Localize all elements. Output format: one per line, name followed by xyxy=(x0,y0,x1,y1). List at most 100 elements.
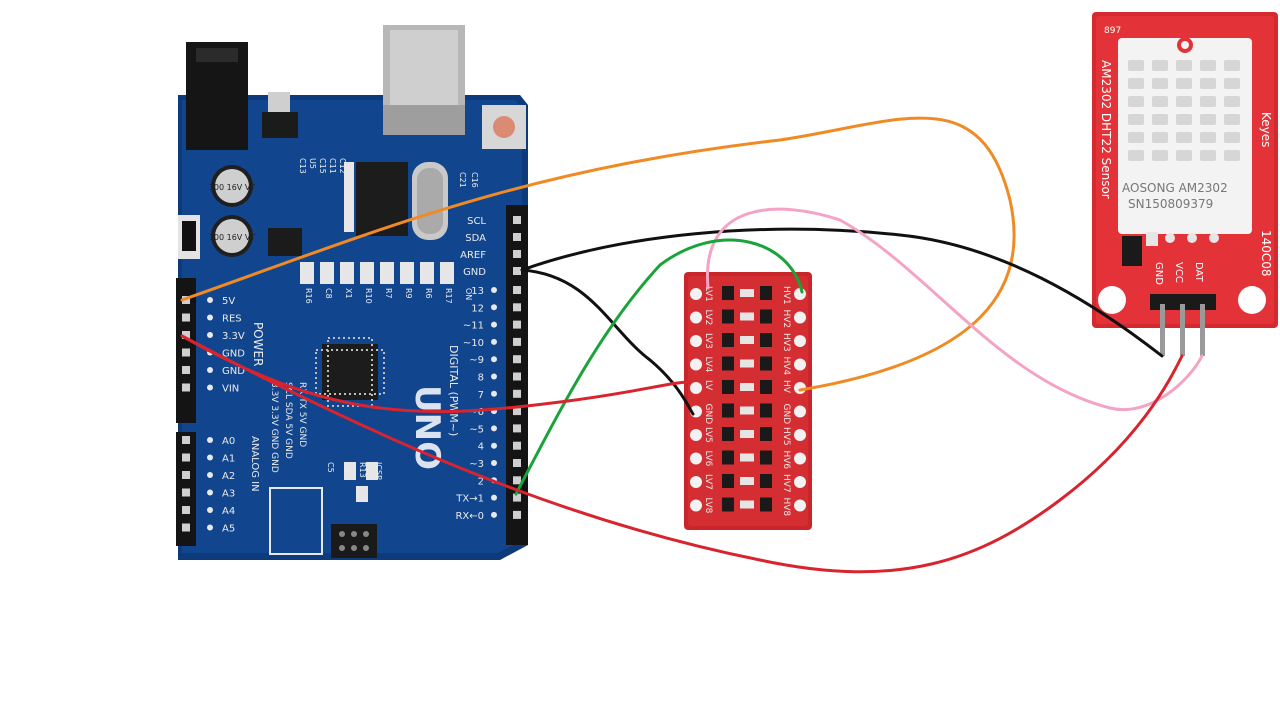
sensor-vent-slot xyxy=(1128,150,1144,161)
shifter-left-pin-label: LV5 xyxy=(703,427,713,443)
red-wire xyxy=(180,334,692,414)
component-label: C5 xyxy=(326,462,335,473)
digital-pin-label: TX→1 xyxy=(455,494,484,505)
pink-wire xyxy=(706,207,1204,412)
dht22-sensor-module: AOSONG AM2302 SN150809379 897 AM2302 DHT… xyxy=(1092,12,1278,356)
shifter-resistor xyxy=(740,312,754,321)
shifter-pad-right xyxy=(794,311,806,324)
shifter-mosfet xyxy=(760,333,772,347)
sensor-vent-slot xyxy=(1176,60,1192,71)
power-pin-pad xyxy=(207,367,213,373)
digital-pin-pad xyxy=(491,511,497,518)
digital-header-pin xyxy=(513,510,521,519)
power-header-pin xyxy=(182,366,190,374)
analog-header-pin xyxy=(182,523,190,532)
digital-header-pin xyxy=(513,303,521,312)
component-label: R7 xyxy=(384,288,393,299)
shifter-mosfet xyxy=(722,427,734,441)
digital-pin-label: ~10 xyxy=(463,338,484,349)
shifter-mosfet xyxy=(722,309,734,324)
sensor-vent-slot xyxy=(1152,78,1168,89)
svg-text:100 16V VT: 100 16V VT xyxy=(209,233,255,242)
sensor-vent-slot xyxy=(1176,114,1192,125)
digital-header-pin xyxy=(513,233,521,241)
shifter-right-pin-label: HV1 xyxy=(781,286,791,305)
analog-header-pin xyxy=(182,488,190,497)
orange-wire xyxy=(180,116,1016,392)
wires xyxy=(180,116,1204,574)
shifter-mosfet xyxy=(760,403,772,418)
sensor-vent-slot xyxy=(1224,78,1240,89)
component-label: C8 xyxy=(324,288,333,299)
shifter-mosfet xyxy=(760,497,772,512)
shifter-mosfet xyxy=(722,450,734,465)
power-header-title: POWER xyxy=(251,322,265,366)
digital-pin-label: ~5 xyxy=(469,424,484,435)
component-label: U5 xyxy=(308,158,317,169)
sensor-date-code: 140C08 xyxy=(1259,230,1273,277)
digital-pin-pad xyxy=(491,356,497,363)
digital-pin-pad xyxy=(491,460,497,466)
sensor-vent-slot xyxy=(1200,150,1216,161)
sensor-vent-slot xyxy=(1128,114,1144,125)
component-label: R10 xyxy=(364,288,373,304)
power-pin-label: 5V xyxy=(222,296,235,307)
digital-top-label: AREF xyxy=(460,250,486,261)
shifter-right-pin-label: HV2 xyxy=(781,310,791,329)
shifter-pad-right xyxy=(794,476,806,488)
digital-header-pin xyxy=(513,320,521,329)
digital-pin-label: 8 xyxy=(478,373,484,384)
shifter-resistor xyxy=(740,289,754,297)
sensor-vent-slot xyxy=(1152,114,1168,125)
analog-pin-label: A2 xyxy=(222,471,235,482)
analog-pin-pad xyxy=(207,489,213,496)
digital-header-pin xyxy=(513,389,521,398)
shifter-mosfet xyxy=(760,380,772,394)
analog-header-title: ANALOG IN xyxy=(249,436,260,492)
sensor-vent-slot xyxy=(1224,96,1240,107)
shifter-pad-left xyxy=(690,429,702,441)
component-label: C6 xyxy=(342,462,351,473)
shifter-left-pin-label: LV7 xyxy=(703,474,713,490)
black-wire-2 xyxy=(520,268,695,416)
digital-pin-label: 13 xyxy=(471,286,484,297)
shifter-mosfet xyxy=(722,380,734,394)
digital-header-pin xyxy=(513,355,521,364)
sensor-vent-slot xyxy=(1152,96,1168,107)
shifter-left-pin-label: LV xyxy=(703,380,713,391)
sensor-vent-slot xyxy=(1200,96,1216,107)
shifter-pad-left xyxy=(690,288,702,300)
red-wire-2 xyxy=(180,334,1184,574)
shifter-pad-left xyxy=(690,311,702,324)
digital-header-pin xyxy=(513,286,521,294)
digital-top-label: SCL xyxy=(467,216,486,227)
component-label: C11 xyxy=(328,158,337,174)
power-pin-label: 3.3V xyxy=(222,331,245,342)
shifter-pad-left xyxy=(690,358,702,371)
sensor-vent-slot xyxy=(1224,132,1240,143)
shifter-mosfet xyxy=(760,356,772,371)
sensor-vent-slot xyxy=(1176,78,1192,89)
digital-pin-pad xyxy=(491,321,497,328)
analog-pin-label: A5 xyxy=(222,524,235,535)
shifter-mosfet xyxy=(760,427,772,441)
sensor-pin-header xyxy=(1150,294,1216,310)
icsp-header xyxy=(331,524,377,558)
shifter-pad-left xyxy=(690,476,702,488)
shifter-resistor xyxy=(740,336,754,344)
shifter-resistor xyxy=(740,477,754,485)
shifter-mosfet xyxy=(760,474,772,488)
power-header-pin xyxy=(182,383,190,392)
shifter-pad-right xyxy=(794,452,806,465)
sensor-vent-slot xyxy=(1176,150,1192,161)
digital-header-pin xyxy=(513,407,521,416)
shifter-left-pin-label: LV2 xyxy=(703,310,713,326)
power-pin-label: GND xyxy=(222,366,245,377)
sensor-vent-slot xyxy=(1128,132,1144,143)
component-label: R16 xyxy=(304,288,313,304)
sensor-vent-slot xyxy=(1128,96,1144,107)
sensor-vent-slot xyxy=(1152,132,1168,143)
digital-pin-label: ~3 xyxy=(469,459,484,470)
bottom-labels-row3: 3.3V 3.3V GND GND xyxy=(269,382,279,473)
